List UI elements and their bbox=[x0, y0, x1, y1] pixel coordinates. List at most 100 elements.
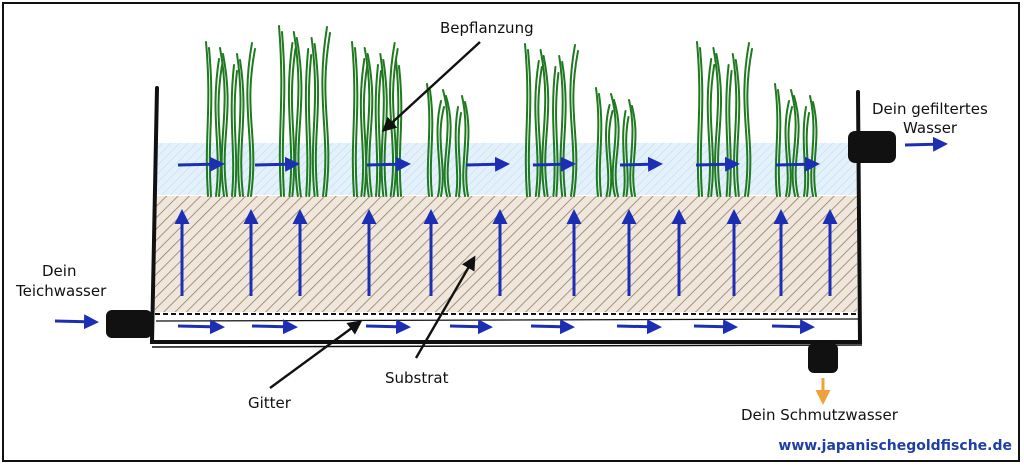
plant-leaf bbox=[728, 70, 733, 197]
container-wall bbox=[149, 86, 863, 344]
plant-leaf bbox=[790, 89, 797, 197]
plant-leaf bbox=[287, 42, 294, 197]
plant-leaf bbox=[628, 99, 634, 197]
inlet-label-line1: Dein bbox=[42, 262, 77, 280]
plant-leaf bbox=[631, 105, 637, 197]
plant-leaf bbox=[622, 110, 627, 197]
plant-leaf bbox=[321, 26, 328, 197]
plant-leaf bbox=[527, 49, 532, 197]
plant-leaf bbox=[805, 112, 810, 197]
plant-leaf bbox=[351, 41, 356, 197]
plant-leaf bbox=[429, 89, 434, 197]
plant-leaf bbox=[743, 42, 750, 197]
plant-leaf bbox=[555, 72, 560, 197]
plant-leaf bbox=[445, 95, 452, 197]
plant-leaf bbox=[374, 64, 379, 197]
plant-leaf bbox=[699, 47, 704, 197]
bottom-flow-arrow bbox=[616, 319, 662, 335]
plant-clump bbox=[278, 25, 331, 197]
plant-leaf bbox=[734, 59, 741, 197]
inlet-pipe-connector bbox=[106, 310, 152, 338]
plant-leaf bbox=[426, 83, 431, 197]
bottom-flow-arrow bbox=[693, 319, 738, 335]
inlet-label-line2: Teichwasser bbox=[16, 282, 107, 300]
bottom-flow-arrow bbox=[177, 319, 225, 335]
plant-leaf bbox=[793, 95, 800, 197]
outlet-label-line2: Wasser bbox=[903, 119, 958, 137]
plant-leaf bbox=[605, 104, 611, 197]
plant-clump bbox=[696, 41, 753, 197]
plant-leaf bbox=[802, 106, 807, 197]
planting-pointer-arrow bbox=[381, 41, 481, 132]
substrate-label: Substrat bbox=[385, 369, 449, 387]
plant-leaf bbox=[746, 48, 753, 197]
plant-leaf bbox=[709, 64, 716, 197]
plant-leaf bbox=[696, 41, 701, 197]
bottom-flow-arrow bbox=[530, 319, 575, 335]
plant-leaf bbox=[552, 66, 557, 197]
plant-leaf bbox=[461, 95, 467, 197]
plant-clump bbox=[426, 83, 470, 197]
plant-leaf bbox=[295, 37, 303, 197]
waste-label: Dein Schmutzwasser bbox=[741, 406, 898, 424]
plant-leaf bbox=[524, 43, 529, 197]
bottom-flow-arrow bbox=[449, 319, 493, 335]
plant-leaf bbox=[598, 93, 603, 197]
water-flow-arrow bbox=[619, 156, 663, 172]
plant-leaf bbox=[217, 64, 223, 197]
plant-clump bbox=[351, 41, 403, 197]
plant-leaf bbox=[246, 42, 253, 197]
plant-leaf bbox=[362, 64, 369, 197]
plant-leaf bbox=[222, 53, 229, 197]
plant-leaf bbox=[249, 48, 256, 197]
plant-leaf bbox=[307, 54, 313, 197]
water-flow-arrow bbox=[177, 156, 225, 172]
plant-leaf bbox=[208, 47, 213, 197]
plant-leaf bbox=[561, 61, 567, 197]
plant-clump bbox=[595, 87, 637, 197]
plant-clump bbox=[205, 41, 256, 197]
plant-leaf bbox=[712, 47, 720, 197]
plant-leaf bbox=[236, 53, 242, 197]
plant-leaf bbox=[290, 48, 297, 197]
plant-leaf bbox=[363, 47, 371, 197]
plant-leaf bbox=[542, 55, 550, 197]
container-floor-line bbox=[151, 344, 863, 348]
website-link[interactable]: www.japanischegoldfische.de bbox=[778, 438, 1012, 454]
water-flow-arrow bbox=[366, 156, 411, 172]
water-flow-arrow bbox=[532, 156, 576, 172]
plant-leaf bbox=[613, 99, 620, 197]
plant-leaf bbox=[398, 65, 403, 197]
plant-leaf bbox=[809, 95, 815, 197]
substrate-hatch bbox=[155, 196, 857, 312]
outlet-label-line1: Dein gefiltertes bbox=[872, 100, 988, 118]
plant-clump bbox=[774, 83, 818, 197]
plant-leaf bbox=[610, 93, 617, 197]
plant-leaf bbox=[537, 66, 543, 197]
plant-leaf bbox=[233, 70, 238, 197]
plant-leaf bbox=[457, 112, 462, 197]
plant-leaf bbox=[219, 47, 226, 197]
substrate-pointer-arrow bbox=[414, 255, 476, 359]
plant-leaf bbox=[534, 60, 540, 197]
water-flow-arrow bbox=[695, 156, 740, 172]
plant-leaf bbox=[359, 58, 366, 197]
outlet-flow-arrow bbox=[904, 136, 948, 152]
planting-label: Bepflanzung bbox=[440, 19, 534, 37]
plant-leaf bbox=[774, 83, 779, 197]
plant-leaf bbox=[464, 101, 470, 197]
plant-leaf bbox=[278, 25, 283, 197]
plant-leaf bbox=[230, 64, 235, 197]
water-flow-arrow bbox=[254, 156, 300, 172]
water-flow-arrow bbox=[775, 156, 820, 172]
plant-leaf bbox=[595, 87, 600, 197]
plant-leaf bbox=[572, 50, 579, 197]
plant-leaf bbox=[569, 44, 576, 197]
plant-leaf bbox=[439, 106, 445, 197]
plant-leaf bbox=[313, 43, 320, 197]
outlet-pipe-connector bbox=[848, 131, 896, 163]
plant-leaf bbox=[281, 31, 286, 197]
plant-leaf bbox=[354, 47, 359, 197]
